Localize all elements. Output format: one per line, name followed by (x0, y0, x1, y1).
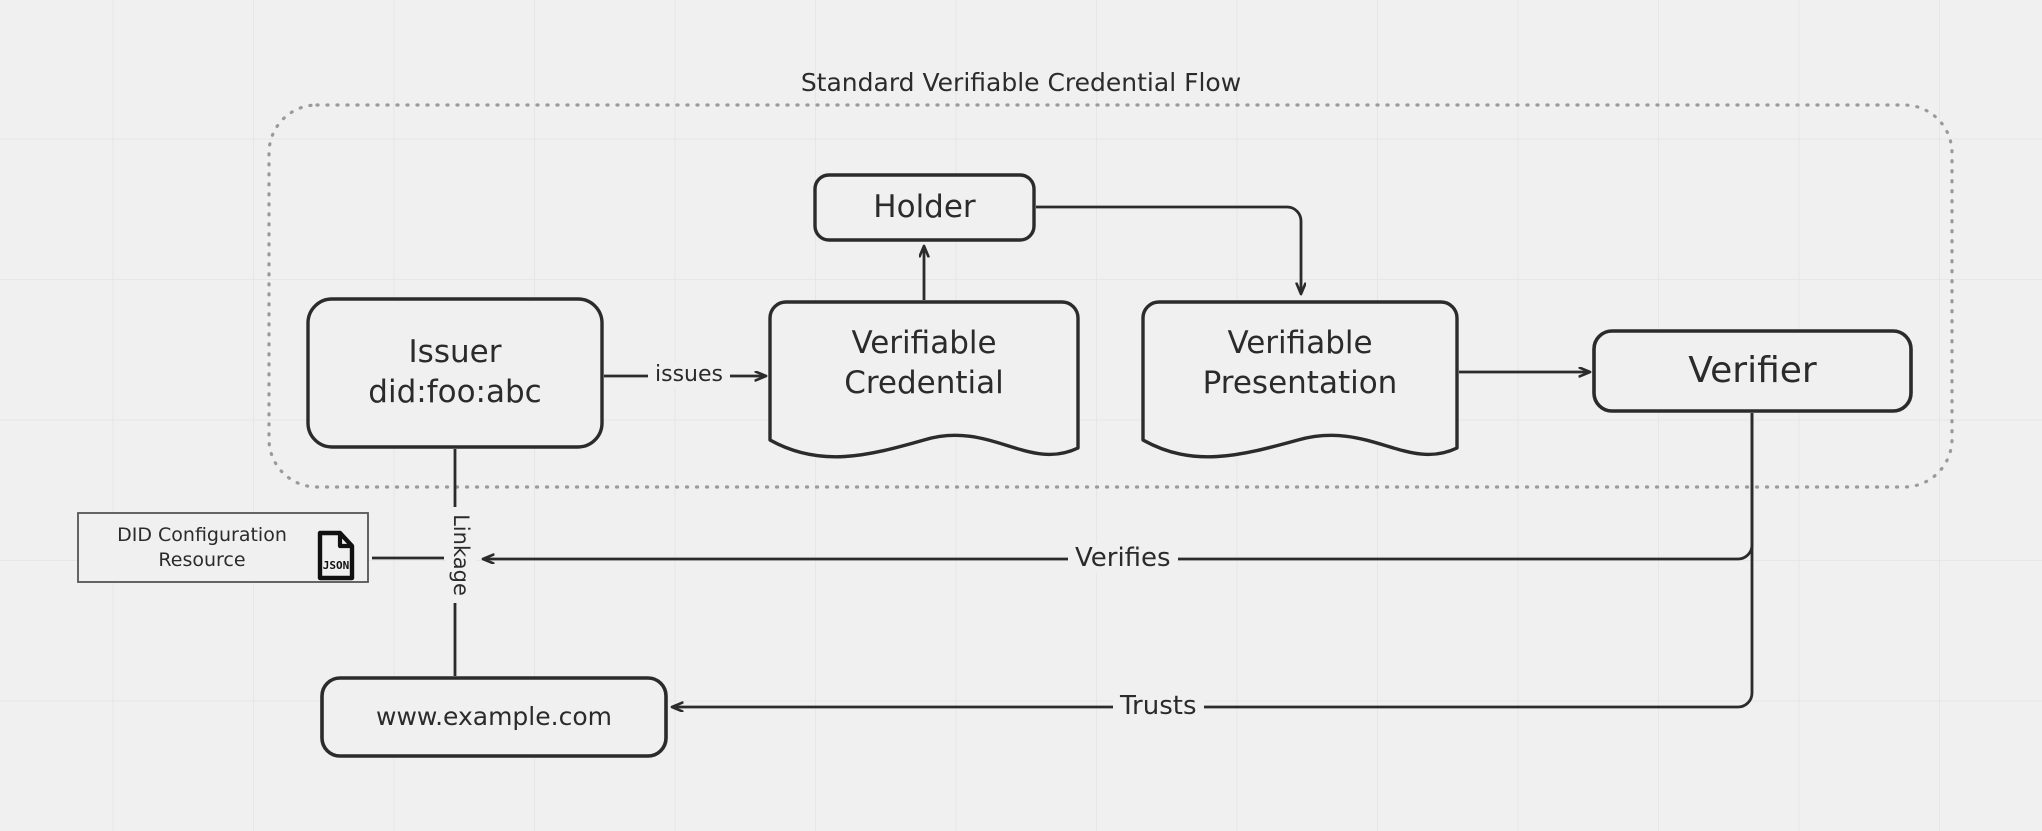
verifiable-credential-node[interactable] (770, 300, 1078, 470)
issuer-node[interactable] (308, 299, 602, 447)
edge-label-issues: issues (648, 362, 730, 387)
website-node[interactable] (322, 678, 666, 756)
edge-label-verifies: Verifies (1068, 543, 1178, 573)
edge-label-trusts: Trusts (1113, 691, 1204, 721)
edge-issues-text: issues (655, 362, 723, 387)
edge-verifies (483, 413, 1754, 559)
edge-verifies-text: Verifies (1075, 543, 1171, 573)
edge-linkage-text: Linkage (449, 514, 473, 596)
verifiable-presentation-node[interactable] (1143, 300, 1457, 470)
edge-trusts-text: Trusts (1120, 691, 1197, 721)
holder-node[interactable] (815, 175, 1034, 240)
group-title: Standard Verifiable Credential Flow (0, 68, 2042, 97)
group-title-text: Standard Verifiable Credential Flow (800, 68, 1242, 97)
edge-label-linkage: Linkage (446, 507, 476, 603)
verifier-node[interactable] (1594, 331, 1911, 411)
did-configuration-resource-node[interactable] (78, 513, 368, 582)
edge-holder-to-presentation (1036, 205, 1301, 294)
